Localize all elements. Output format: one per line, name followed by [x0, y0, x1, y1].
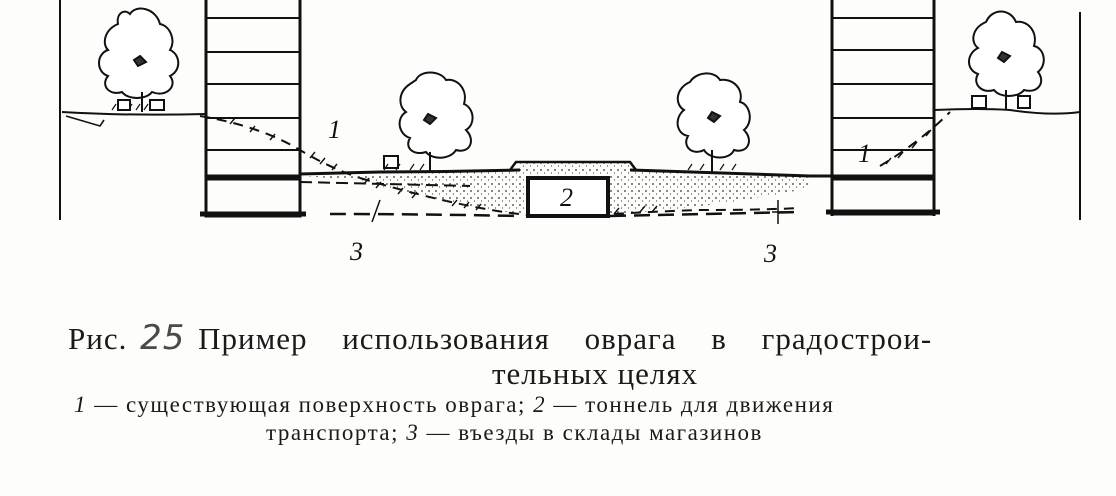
caption-word-2: использования: [342, 321, 550, 356]
caption-word-1: Пример: [198, 321, 308, 356]
legend-text-3: — въезды в склады магазинов: [419, 420, 763, 445]
tree-middle-left-icon: [383, 71, 474, 172]
legend-line-2: транспорта; 3 — въезды в склады магазино…: [266, 420, 763, 446]
figure-number: 25: [140, 318, 186, 358]
leader-lines: [371, 199, 784, 224]
label-surface-left: 1: [328, 115, 341, 144]
caption-word-5: градострои-: [761, 321, 933, 356]
ravine-cross-section-diagram: 1 1 2 3 3: [59, 0, 1081, 268]
caption-word-3: оврага: [584, 321, 677, 356]
legend-number-2: 2: [533, 392, 547, 417]
legend-number-1: 1: [74, 392, 87, 417]
legend-line-1: 1 — существующая поверхность оврага; 2 —…: [74, 392, 834, 418]
legend-text-2b: транспорта;: [266, 420, 407, 445]
caption-title-line-1: Рис. 25 Пример использования оврага в гр…: [68, 318, 932, 358]
legend-number-3: 3: [406, 420, 420, 445]
caption-prefix: Рис.: [68, 321, 128, 356]
caption-word-4: в: [711, 321, 727, 356]
legend-text-1: — существующая поверхность оврага;: [87, 392, 534, 417]
building-left: [200, 0, 306, 218]
legend-text-2: — тоннель для движения: [546, 392, 835, 417]
tree-left-icon: [98, 7, 180, 112]
label-entry-right: 3: [763, 239, 777, 268]
label-surface-right: 1: [858, 139, 871, 168]
label-entry-left: 3: [349, 237, 363, 266]
transport-tunnel: [526, 176, 610, 218]
tree-middle-right-icon: [676, 72, 751, 172]
right-slope: [879, 12, 1081, 220]
label-tunnel: 2: [560, 183, 573, 212]
caption-title-line-2: тельных целях: [492, 356, 699, 391]
tree-right-icon: [968, 10, 1045, 110]
building-right: [810, 0, 940, 216]
